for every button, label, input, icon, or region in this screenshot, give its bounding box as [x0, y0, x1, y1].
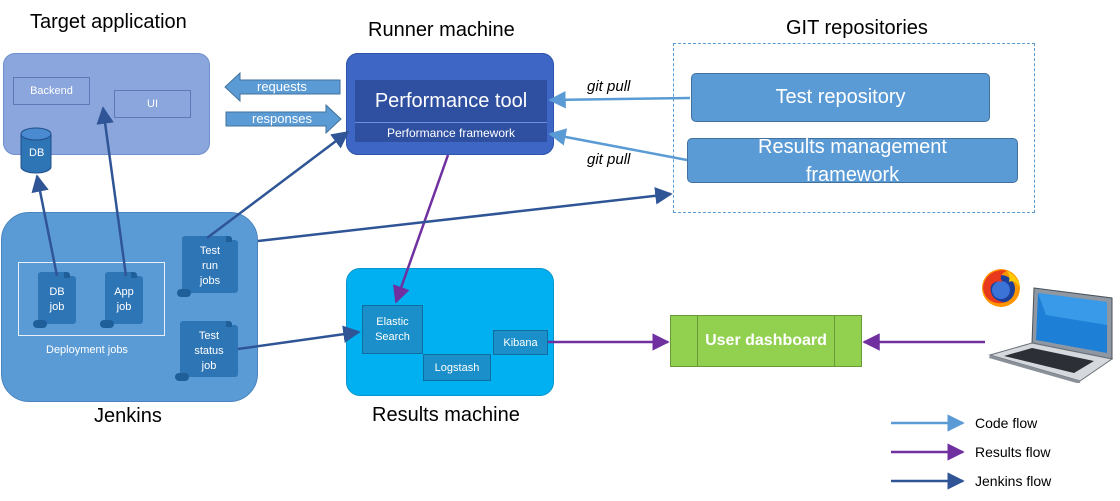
- test-run-jobs: Test run jobs: [177, 236, 238, 297]
- responses-label: responses: [252, 111, 312, 126]
- git-repositories-area: [673, 43, 1035, 213]
- db-job-label: DB job: [49, 285, 64, 315]
- test-status-line2: status: [194, 344, 224, 357]
- test-status-line1: Test: [198, 329, 220, 342]
- app-job-line1: App: [114, 286, 134, 298]
- test-repository-label: Test repository: [775, 86, 906, 108]
- title-target-application: Target application: [30, 11, 187, 33]
- test-repository-box: Test repository: [691, 73, 990, 122]
- db-label: DB: [29, 147, 45, 159]
- ui-box: UI: [114, 90, 191, 118]
- test-status-job-label: Test status job: [194, 329, 223, 374]
- dashboard-left-bar: [671, 316, 698, 366]
- dashboard-right-bar: [834, 316, 861, 366]
- title-results-machine: Results machine: [372, 404, 520, 426]
- backend-box: Backend: [13, 77, 90, 105]
- user-dashboard-label: User dashboard: [705, 332, 827, 349]
- deployment-jobs-label: Deployment jobs: [46, 344, 128, 356]
- test-run-jobs-label: Test run jobs: [200, 244, 220, 289]
- deployment-jobs-frame: [18, 262, 165, 336]
- elastic-search-label: Elastic Search: [375, 315, 410, 345]
- db-job-line2: job: [49, 301, 65, 313]
- git-pull-test-repo-arrow: [548, 91, 691, 109]
- app-job-line2: job: [116, 301, 132, 313]
- test-status-job: Test status job: [175, 321, 238, 381]
- kibana-box: Kibana: [493, 330, 548, 355]
- git-pull-label-1: git pull: [587, 78, 631, 95]
- jenkins-to-git-arrow: [257, 187, 673, 243]
- elastic-search-box: Elastic Search: [362, 305, 423, 354]
- app-job-label: App job: [114, 285, 134, 315]
- results-management-label: Results management framework: [758, 133, 947, 189]
- results-management-line1: Results management: [758, 135, 947, 158]
- app-job: App job: [100, 272, 143, 328]
- results-management-line2: framework: [805, 163, 900, 186]
- legend-label-code-flow: Code flow: [975, 415, 1038, 431]
- performance-tool-label: Performance tool: [374, 89, 528, 112]
- legend-label-jenkins-flow: Jenkins flow: [975, 473, 1052, 489]
- results-management-framework-box: Results management framework: [687, 136, 1018, 186]
- legend-label-results-flow: Results flow: [975, 444, 1051, 460]
- requests-label: requests: [257, 79, 307, 94]
- elastic-line2: Search: [375, 330, 410, 343]
- firefox-logo-icon: [982, 269, 1020, 307]
- user-dashboard-box: User dashboard: [670, 315, 862, 367]
- laptop-icon: [988, 287, 1114, 383]
- title-jenkins: Jenkins: [94, 405, 162, 427]
- kibana-label: Kibana: [503, 336, 538, 349]
- git-pull-label-2: git pull: [587, 151, 631, 168]
- ui-label: UI: [147, 98, 158, 110]
- title-runner-machine: Runner machine: [368, 19, 515, 41]
- logstash-box: Logstash: [423, 354, 491, 381]
- test-run-line1: Test: [199, 245, 221, 257]
- title-git-repositories: GIT repositories: [786, 17, 928, 39]
- test-status-line3: job: [201, 359, 217, 372]
- test-run-line3: jobs: [199, 275, 221, 287]
- elastic-line1: Elastic: [376, 315, 409, 328]
- database-icon: [20, 127, 52, 174]
- db-job: DB job: [33, 272, 76, 328]
- performance-framework-label: Performance framework: [386, 125, 516, 140]
- backend-label: Backend: [30, 85, 73, 97]
- db-job-line1: DB: [49, 286, 65, 298]
- logstash-label: Logstash: [434, 361, 480, 374]
- test-run-line2: run: [202, 260, 218, 272]
- performance-framework-box: Performance framework: [355, 122, 547, 142]
- performance-tool-box: Performance tool: [355, 80, 547, 122]
